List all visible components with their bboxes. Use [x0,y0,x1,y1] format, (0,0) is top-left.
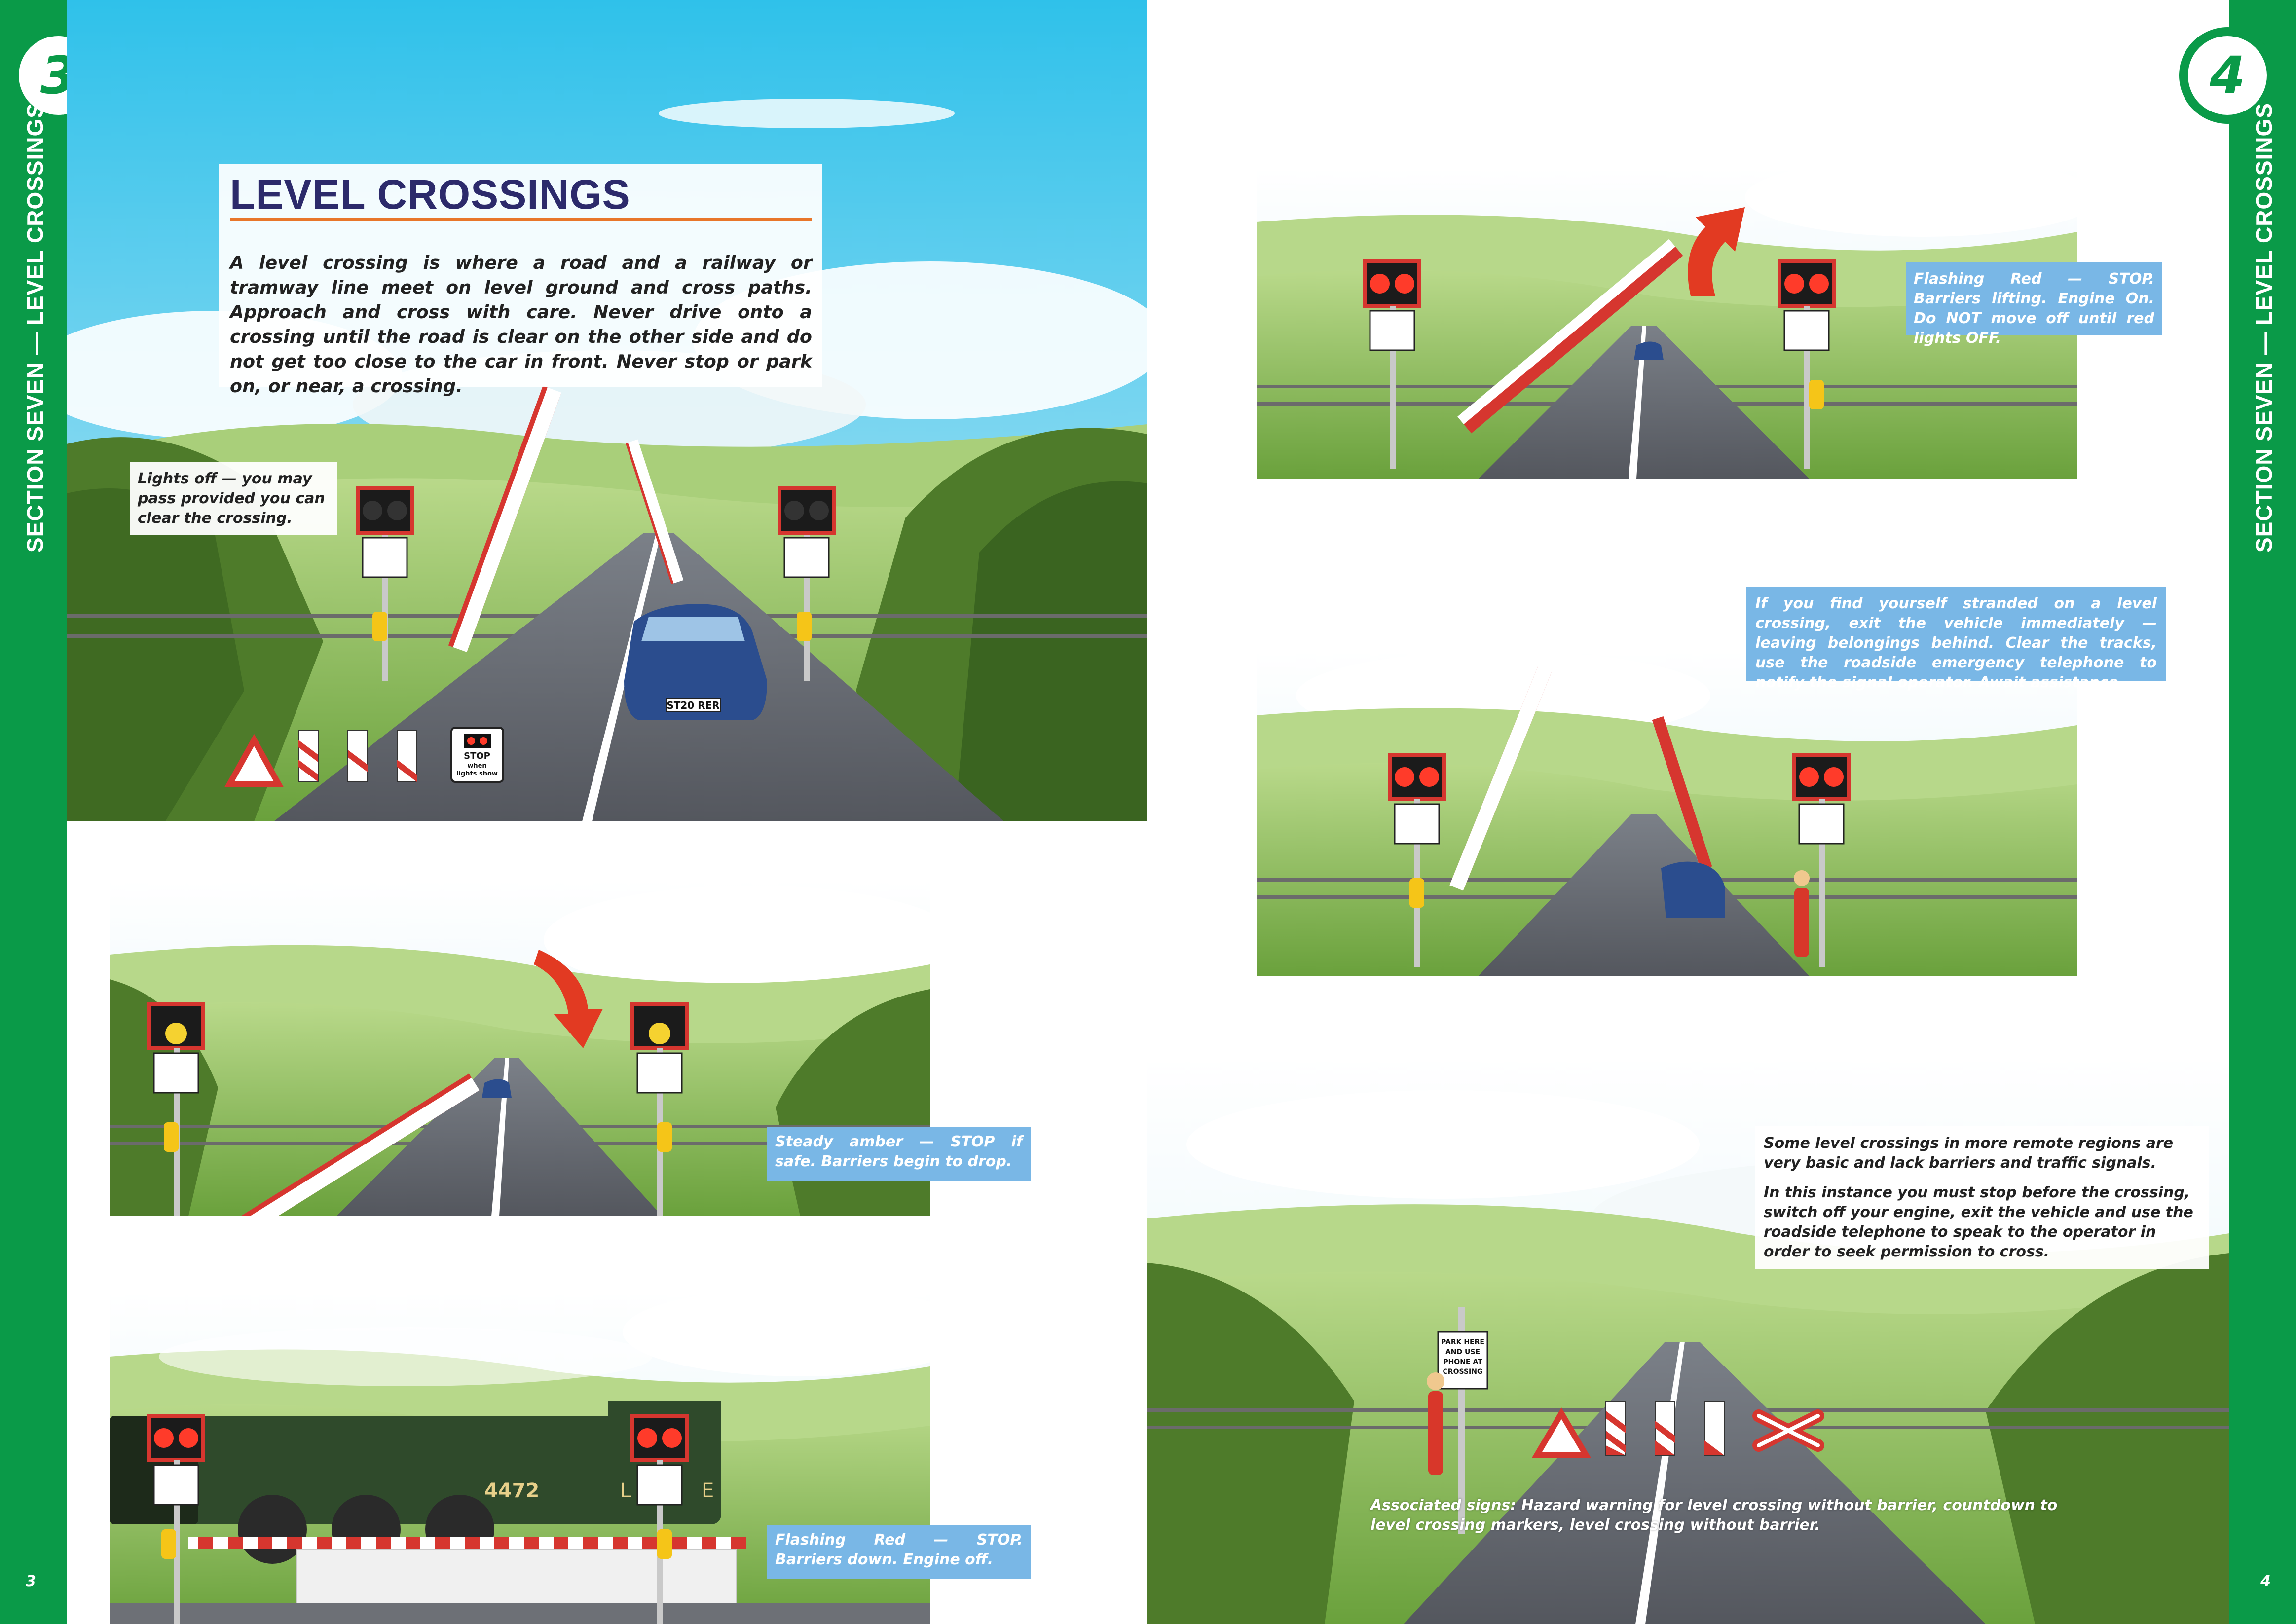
note-remote-text-2: In this instance you must stop before th… [1764,1184,2193,1260]
stop-sign-line-2: when [467,762,486,770]
left-section-band [0,0,67,1624]
scene-stranded [1257,651,2077,976]
page-title: LEVEL CROSSINGS [230,171,630,218]
page-badge-number: 4 [2209,45,2246,106]
page-badge-right: 4 [2179,27,2276,124]
intro-paragraph: A level crossing is where a road and a r… [230,252,812,397]
note-flashing-red-down: Flashing Red — STOP. Barriers down. Engi… [767,1525,1031,1579]
page-number-right: 4 [2260,1573,2271,1590]
scene-lights-off: ST20 RER STOP when lights show [67,0,1147,821]
park-sign-line-4: CROSSING [1443,1368,1483,1376]
park-sign-line-1: PARK HERE [1441,1338,1484,1346]
section-label-right: SECTION SEVEN — LEVEL CROSSINGS [2251,103,2277,553]
title-box: LEVEL CROSSINGS A level crossing is wher… [219,164,822,397]
page-number-left: 3 [26,1573,36,1590]
stop-sign-line-3: lights show [456,770,498,777]
scene-steady-amber [110,881,930,1216]
note-steady-amber: Steady amber — STOP if safe. Barriers be… [767,1127,1031,1181]
stop-sign-line-1: STOP [464,751,490,761]
scene-barriers-lifting [1257,168,2077,479]
title-underline [230,218,812,221]
loco-number: 4472 [484,1479,539,1502]
section-label-left: SECTION SEVEN — LEVEL CROSSINGS [22,103,48,553]
car-plate: ST20 RER [667,700,719,711]
scene-remote-crossing: PARK HERE AND USE PHONE AT CROSSING [1147,1056,2229,1624]
note-remote-text-1: Some level crossings in more remote regi… [1764,1135,2174,1172]
tender-letter-1: L [620,1479,631,1502]
park-sign-line-3: PHONE AT [1443,1358,1482,1366]
right-section-band [2229,0,2296,1624]
note-flashing-red-lifting: Flashing Red — STOP. Barriers lifting. E… [1906,262,2162,347]
note-lights-off: Lights off — you may pass provided you c… [130,462,337,535]
scene-barriers-down: 4472 L N E [110,1292,930,1624]
note-associated-signs: Associated signs: Hazard warning for lev… [1370,1497,2058,1534]
tender-letter-3: E [702,1479,714,1502]
park-sign-line-2: AND USE [1445,1348,1480,1356]
note-stranded: If you find yourself stranded on a level… [1746,587,2166,691]
note-remote-crossing: Some level crossings in more remote regi… [1755,1126,2209,1269]
